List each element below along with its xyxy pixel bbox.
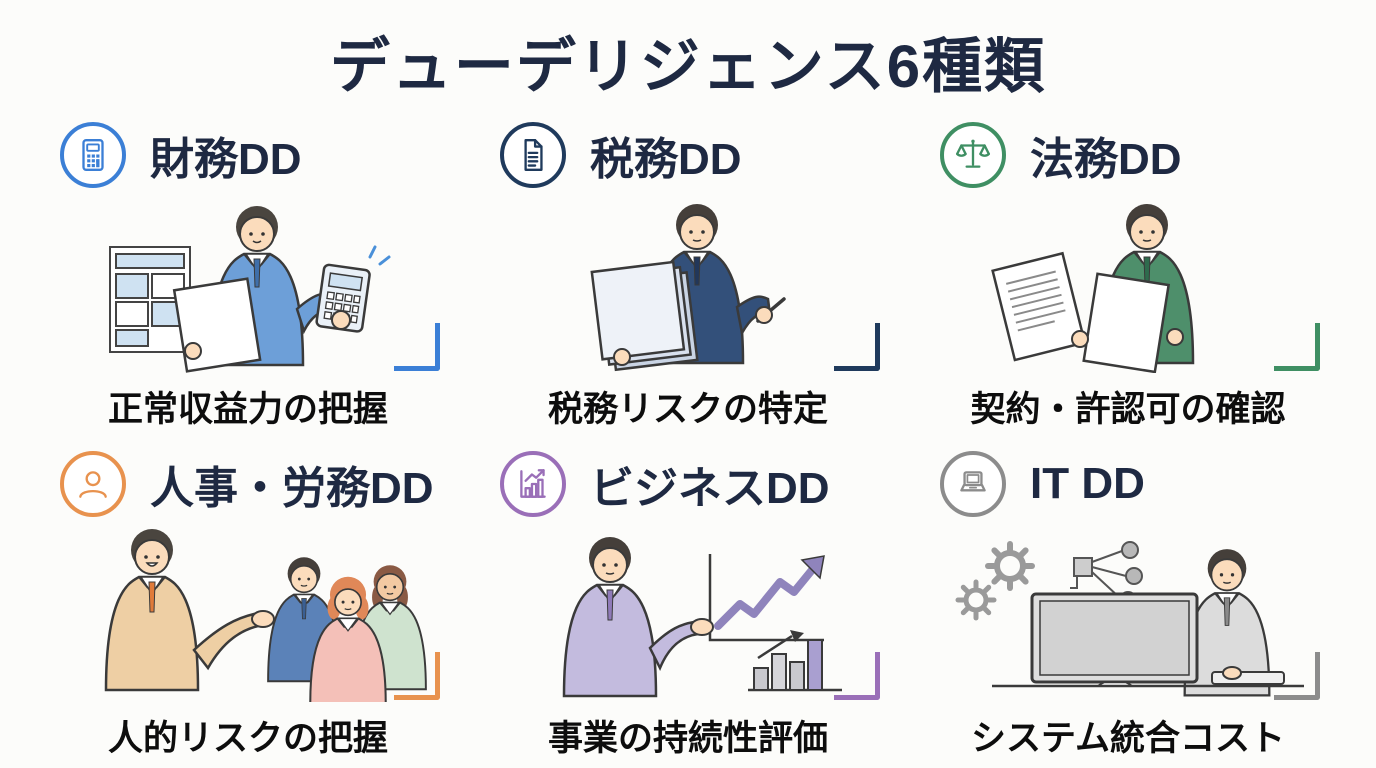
corner-bracket	[394, 323, 440, 371]
bar-chart-icon	[500, 451, 566, 517]
calculator-icon	[60, 122, 126, 188]
card-it-dd: IT DD	[932, 442, 1324, 761]
card-title: ビジネスDD	[590, 464, 830, 513]
hr-labor-dd-illustration	[52, 526, 444, 702]
corner-bracket	[834, 652, 880, 700]
card-caption: 事業の持続性評価	[547, 719, 828, 758]
card-title: 法務DD	[1030, 135, 1182, 184]
laptop-icon	[940, 451, 1006, 517]
business-dd-illustration	[492, 526, 884, 702]
card-grid: 財務DD	[0, 113, 1376, 761]
card-financial-dd: 財務DD	[52, 113, 444, 432]
scales-icon	[940, 122, 1006, 188]
card-header: IT DD	[932, 442, 1324, 526]
card-header: 法務DD	[932, 113, 1324, 197]
card-caption: 人的リスクの把握	[107, 719, 388, 758]
card-legal-dd: 法務DD	[932, 113, 1324, 432]
corner-bracket	[834, 323, 880, 371]
card-caption: 契約・許認可の確認	[970, 390, 1286, 429]
person-icon	[60, 451, 126, 517]
corner-bracket	[1274, 323, 1320, 371]
card-title: 人事・労務DD	[150, 464, 434, 513]
card-title: 税務DD	[590, 135, 742, 184]
card-caption: 税務リスクの特定	[547, 390, 828, 429]
legal-dd-illustration	[932, 197, 1324, 373]
card-header: 人事・労務DD	[52, 442, 444, 526]
page-title: デューデリジェンス6種類	[329, 33, 1047, 100]
card-caption: 正常収益力の把握	[107, 390, 388, 429]
document-icon	[500, 122, 566, 188]
card-header: 税務DD	[492, 113, 884, 197]
corner-bracket	[394, 652, 440, 700]
tax-dd-illustration	[492, 197, 884, 373]
card-business-dd: ビジネスDD	[492, 442, 884, 761]
corner-bracket	[1274, 652, 1320, 700]
card-title: 財務DD	[150, 135, 302, 184]
financial-dd-illustration	[52, 197, 444, 373]
card-title: IT DD	[1030, 459, 1145, 508]
card-caption: システム統合コスト	[971, 719, 1285, 758]
it-dd-illustration	[932, 526, 1324, 702]
card-hr-labor-dd: 人事・労務DD	[52, 442, 444, 761]
card-header: ビジネスDD	[492, 442, 884, 526]
card-header: 財務DD	[52, 113, 444, 197]
card-tax-dd: 税務DD	[492, 113, 884, 432]
